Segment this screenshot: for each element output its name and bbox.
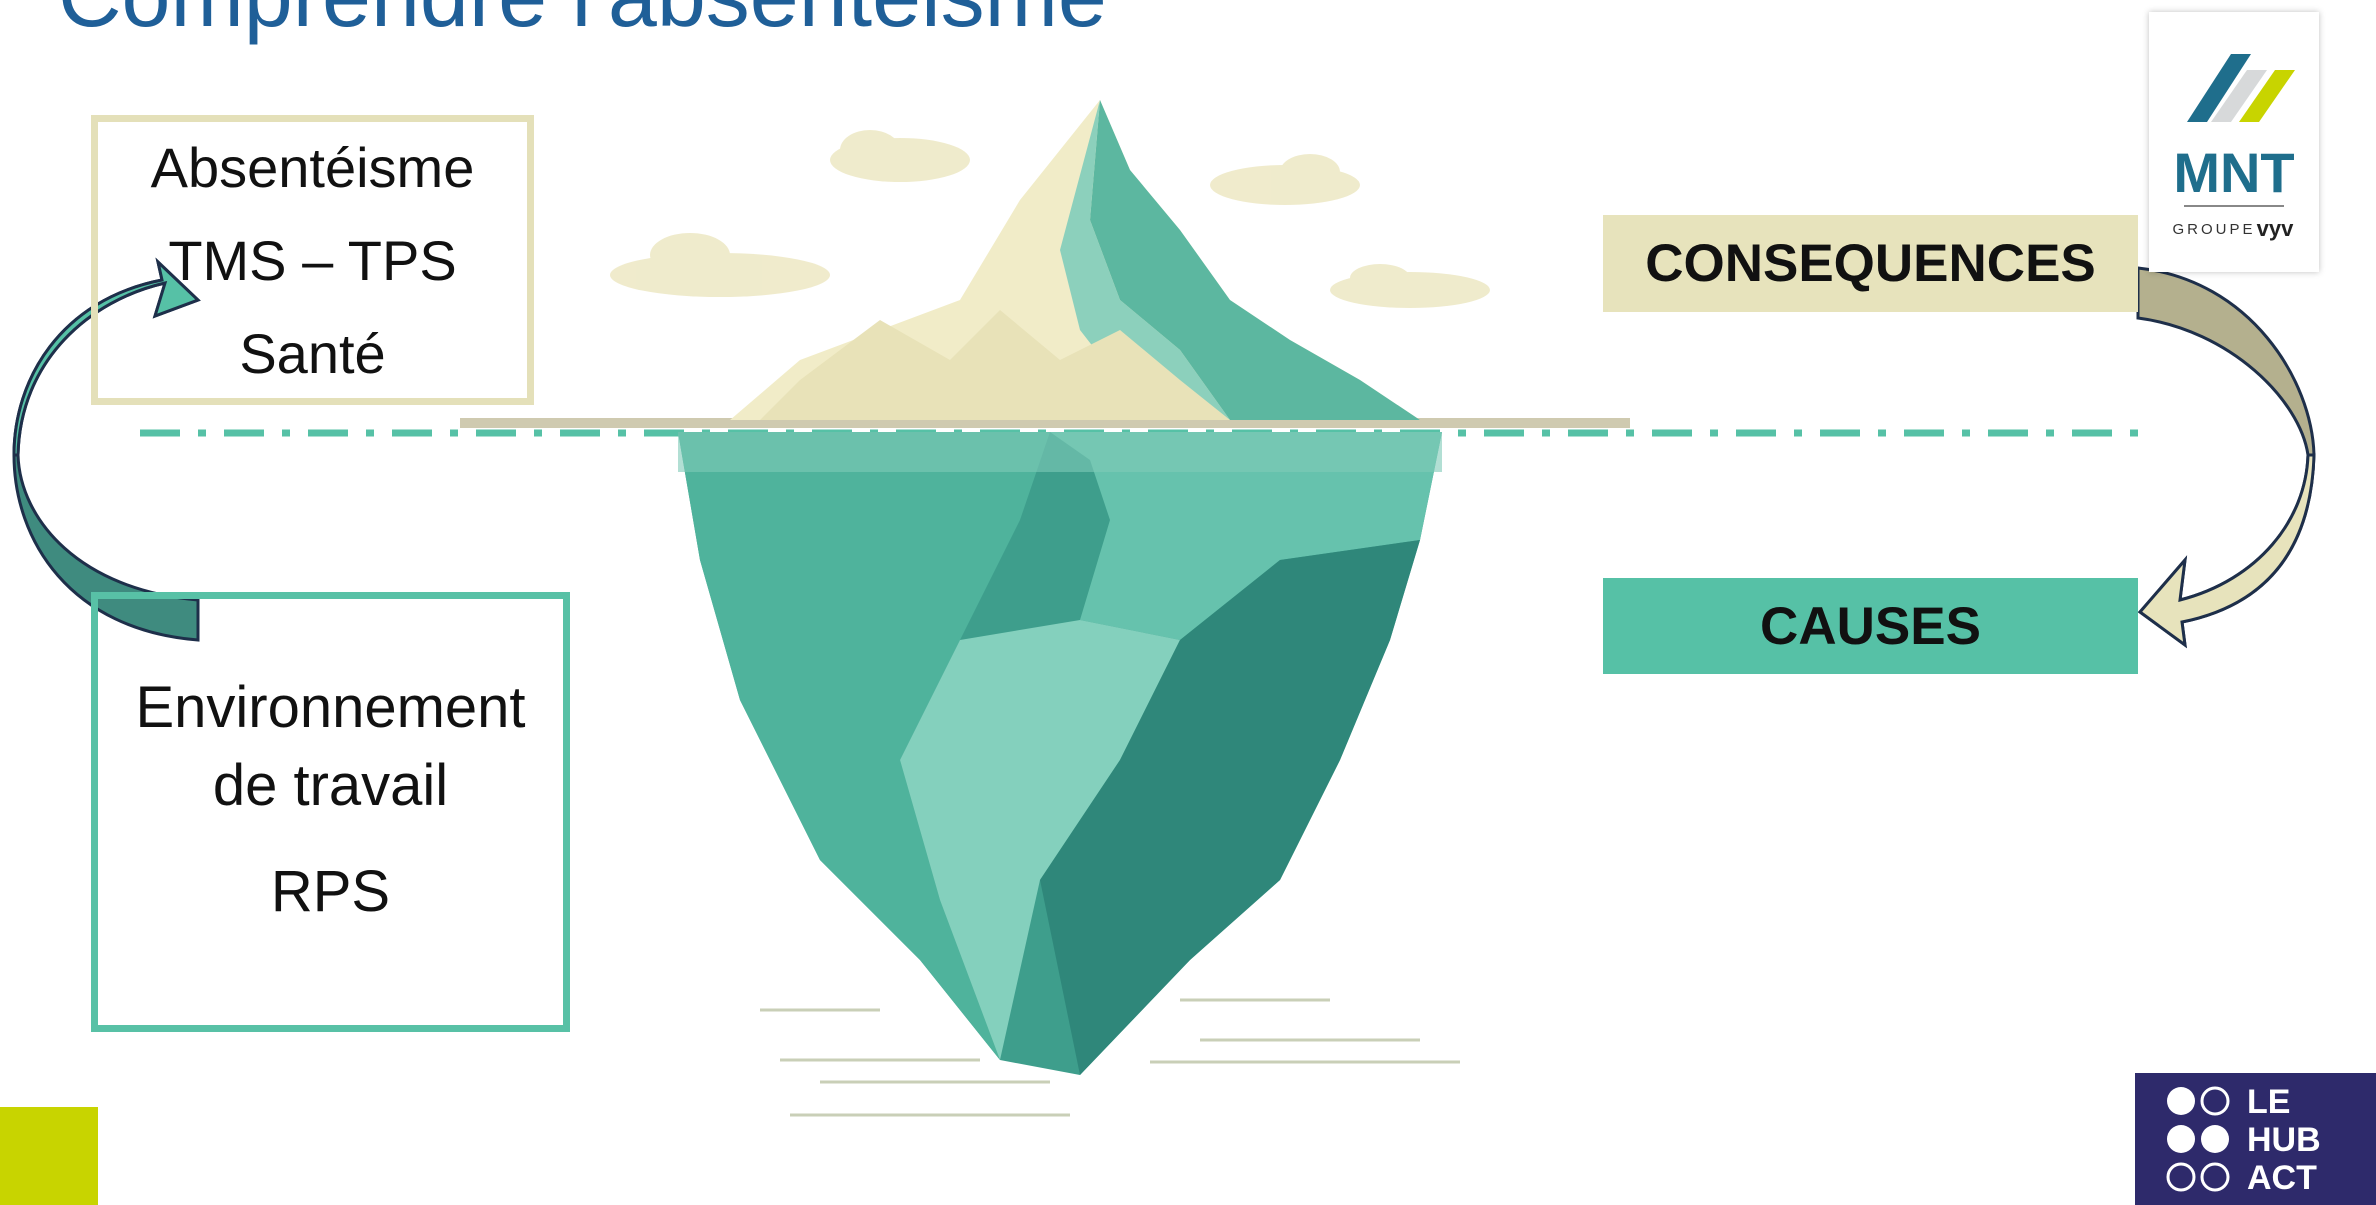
mnt-logo: MNT GROUPE vyv: [2149, 12, 2319, 272]
le-hub-act-logo: LE HUB ACT: [2135, 1073, 2376, 1205]
cause-item: de travail: [212, 753, 449, 818]
causes-label: CAUSES: [1603, 578, 2138, 674]
consequences-label: CONSEQUENCES: [1603, 215, 2138, 312]
iceberg-tip: [730, 100, 1420, 420]
causes-box: Environnement de travail RPS: [91, 592, 570, 1032]
consequence-item: Santé: [239, 321, 386, 385]
consequence-item: TMS – TPS: [168, 228, 457, 292]
cause-item: RPS: [270, 859, 391, 924]
accent-square: [0, 1107, 98, 1205]
consequences-box: Absentéisme TMS – TPS Santé: [91, 115, 534, 405]
mnt-logo-tagline-brand: vyv: [2257, 216, 2294, 241]
iceberg-body: [678, 432, 1442, 1075]
hub-logo-line-3: ACT: [2247, 1159, 2317, 1197]
mnt-logo-tagline-prefix: GROUPE: [2172, 221, 2255, 238]
consequence-item: Absentéisme: [150, 135, 475, 199]
water-surface: [460, 418, 1630, 428]
cause-item: Environnement: [135, 675, 526, 740]
hub-logo-line-1: LE: [2247, 1083, 2290, 1121]
slide-title: Comprendre l'absentéisme: [58, 0, 1107, 40]
mnt-logo-name: MNT: [2173, 141, 2294, 204]
hub-logo-line-2: HUB: [2247, 1121, 2321, 1159]
clouds: [610, 130, 1490, 308]
ripples: [760, 998, 1460, 1117]
